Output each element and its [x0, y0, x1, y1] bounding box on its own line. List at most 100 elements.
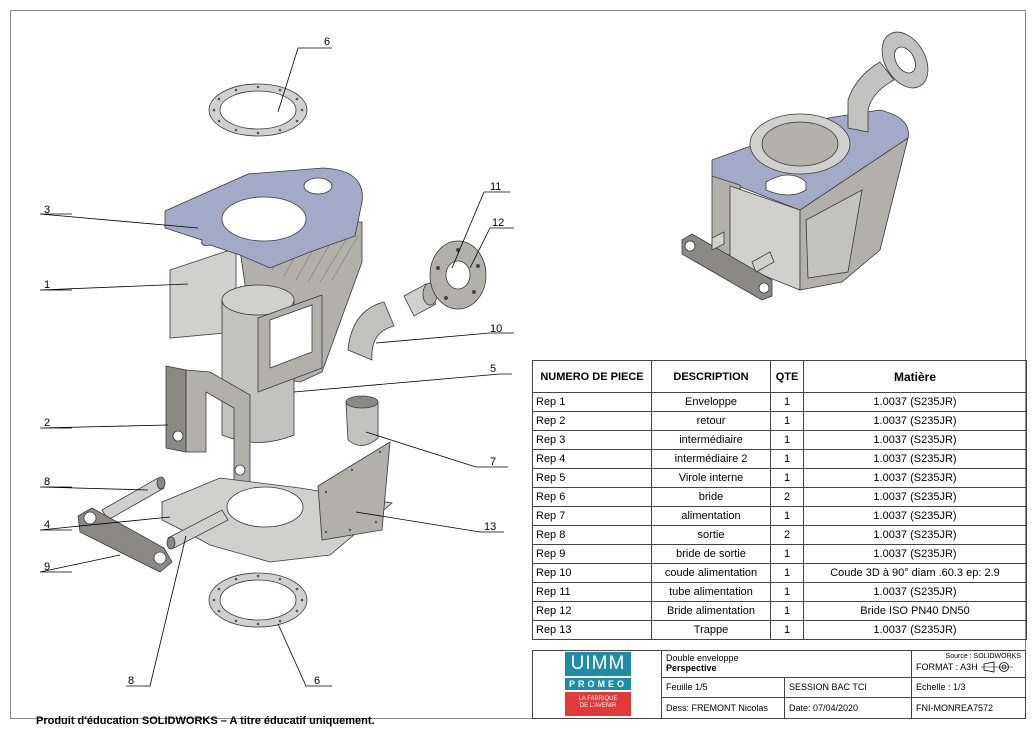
bom-cell-piece: Rep 6 — [532, 487, 652, 507]
bom-cell-piece: Rep 12 — [532, 601, 652, 621]
callout-1: 1 — [44, 279, 51, 291]
bom-cell-qte: 1 — [770, 449, 804, 469]
bom-cell-piece: Rep 1 — [532, 392, 652, 412]
bom-cell-description: sortie — [651, 525, 771, 545]
bom-cell-qte: 2 — [770, 525, 804, 545]
outlet-flange-plate — [77, 507, 173, 573]
title-block-format-cell: Source : SOLIDWORKS FORMAT : A3H — [911, 650, 1026, 678]
bom-header-matiere: Matière — [803, 360, 1027, 393]
designer-label: Dess: FREMONT Nicolas — [661, 697, 785, 719]
bom-cell-piece: Rep 5 — [532, 468, 652, 488]
bom-cell-piece: Rep 11 — [532, 582, 652, 602]
hatch-door-panel — [317, 441, 391, 541]
flange-ring-bottom — [208, 572, 308, 628]
bom-cell-description: Enveloppe — [651, 392, 771, 412]
bom-cell-matiere: Coude 3D à 90° diam .60.3 ep: 2.9 — [803, 563, 1027, 583]
bom-cell-piece: Rep 2 — [532, 411, 652, 431]
callout-7: 7 — [490, 456, 497, 468]
bom-cell-matiere: Bride ISO PN40 DN50 — [803, 601, 1027, 621]
bom-cell-qte: 1 — [770, 411, 804, 431]
drawing-title: Double enveloppe — [666, 653, 739, 663]
intermediate-top-plate — [164, 167, 363, 269]
bom-cell-description: intermédiaire 2 — [651, 449, 771, 469]
logo-tagline-line2: DE L'AVENIR — [579, 703, 617, 709]
callout-8-lower: 8 — [128, 675, 135, 687]
bom-cell-description: retour — [651, 411, 771, 431]
source-label: Source : SOLIDWORKS — [945, 653, 1021, 660]
flange-ring-top — [208, 83, 308, 137]
callout-13: 13 — [484, 521, 497, 533]
bom-cell-description: Trappe — [651, 620, 771, 640]
logo-tagline-line1: LA FABRIQUE — [578, 696, 618, 702]
bom-cell-matiere: 1.0037 (S235JR) — [803, 525, 1027, 545]
callout-2: 2 — [44, 417, 51, 429]
callout-5: 5 — [490, 363, 497, 375]
logo-promeo-text: PROMEO — [565, 678, 631, 690]
callout-8-upper: 8 — [44, 476, 51, 488]
bom-cell-piece: Rep 7 — [532, 506, 652, 526]
logo-uimm-text: UIMM — [565, 652, 631, 676]
bom-header-piece: NUMERO DE PIECE — [532, 360, 652, 393]
bom-cell-description: intermédiaire — [651, 430, 771, 450]
bom-cell-matiere: 1.0037 (S235JR) — [803, 582, 1027, 602]
educational-watermark-note: Produit d'éducation SOLIDWORKS – A titre… — [36, 715, 375, 727]
bom-cell-qte: 1 — [770, 620, 804, 640]
bom-cell-piece: Rep 8 — [532, 525, 652, 545]
projection-symbol-icon — [980, 661, 1013, 673]
session-label: SESSION BAC TCI — [784, 677, 912, 698]
bom-cell-matiere: 1.0037 (S235JR) — [803, 468, 1027, 488]
assembled-perspective-view — [681, 31, 929, 301]
drawing-reference: FNI-MONREA7572 — [911, 697, 1026, 719]
callout-6-bottom: 6 — [314, 675, 321, 687]
bom-cell-description: alimentation — [651, 506, 771, 526]
bom-cell-description: bride — [651, 487, 771, 507]
date-label: Date: 07/04/2020 — [784, 697, 912, 719]
callout-9: 9 — [44, 561, 51, 573]
callout-3: 3 — [44, 204, 51, 216]
bom-cell-matiere: 1.0037 (S235JR) — [803, 620, 1027, 640]
scale-label: Echelle : 1/3 — [911, 677, 1026, 698]
bom-cell-qte: 1 — [770, 392, 804, 412]
outlet-tube-lower — [166, 509, 229, 550]
bom-cell-matiere: 1.0037 (S235JR) — [803, 392, 1027, 412]
bom-cell-qte: 1 — [770, 601, 804, 621]
outlet-tube-upper — [101, 476, 166, 521]
callout-12: 12 — [492, 217, 505, 229]
logo-tagline: LA FABRIQUE DE L'AVENIR — [565, 692, 631, 716]
bom-cell-qte: 1 — [770, 468, 804, 488]
callout-11: 11 — [490, 181, 502, 193]
bom-cell-matiere: 1.0037 (S235JR) — [803, 487, 1027, 507]
bom-cell-qte: 1 — [770, 506, 804, 526]
leader-lines — [39, 47, 514, 687]
bom-cell-description: Virole interne — [651, 468, 771, 488]
bom-cell-description: coude alimentation — [651, 563, 771, 583]
bom-cell-matiere: 1.0037 (S235JR) — [803, 506, 1027, 526]
return-bracket — [165, 365, 251, 491]
callout-6-top: 6 — [324, 36, 331, 48]
bom-cell-description: Bride alimentation — [651, 601, 771, 621]
bom-cell-matiere: 1.0037 (S235JR) — [803, 449, 1027, 469]
bom-cell-qte: 1 — [770, 582, 804, 602]
bom-header-row: NUMERO DE PIECE DESCRIPTION QTE Matière — [532, 360, 1027, 393]
uimm-promeo-logo: UIMM PROMEO LA FABRIQUE DE L'AVENIR — [565, 652, 631, 716]
feed-flange — [429, 240, 487, 310]
bom-cell-piece: Rep 9 — [532, 544, 652, 564]
bom-cell-qte: 1 — [770, 563, 804, 583]
bill-of-materials-table: NUMERO DE PIECE DESCRIPTION QTE Matière … — [532, 360, 1027, 640]
title-block-title-cell: Double enveloppe Perspective — [661, 650, 912, 678]
feed-pipe — [345, 395, 379, 446]
bom-cell-qte: 2 — [770, 487, 804, 507]
